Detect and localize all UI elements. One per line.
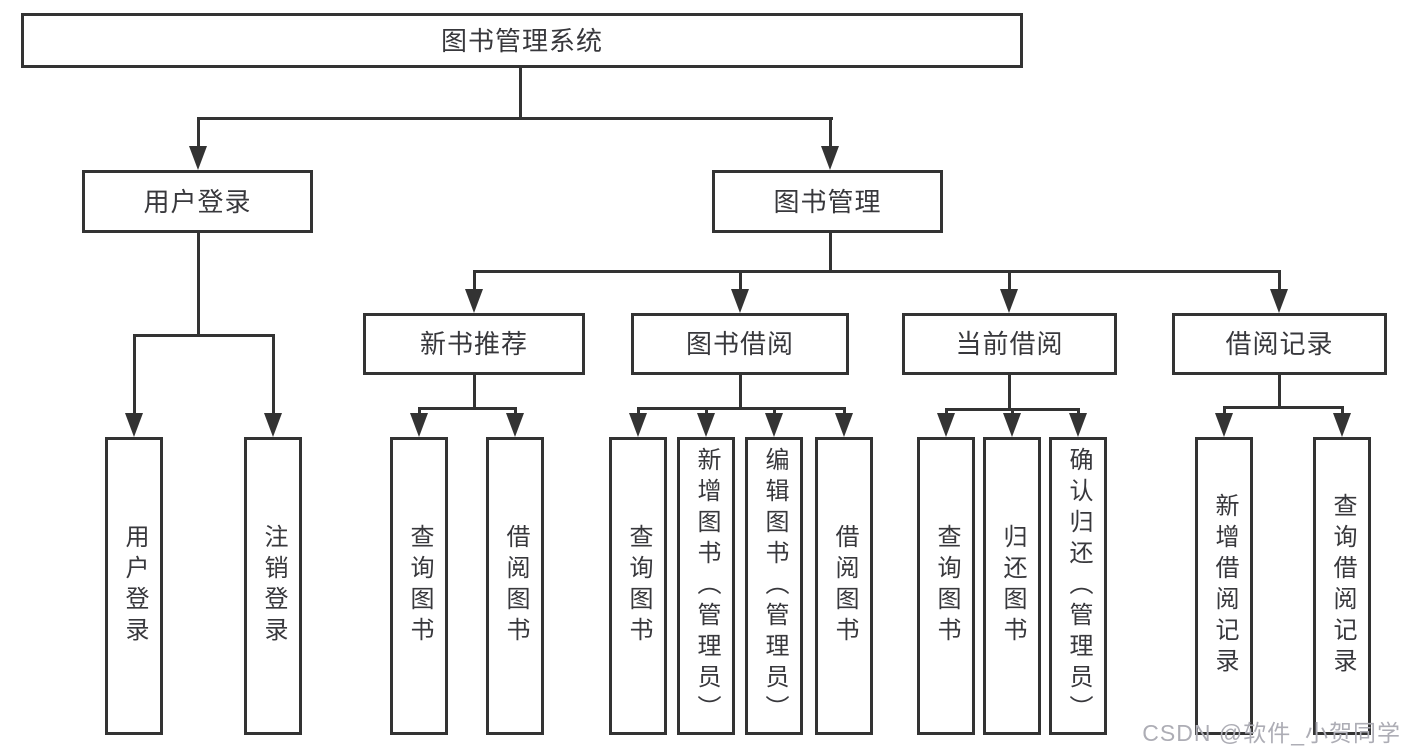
node-label: 借阅记录	[1225, 329, 1334, 359]
arrow-down-icon	[629, 413, 647, 437]
leaf-edit-books-admin: 编辑图书（管理员）	[745, 437, 803, 735]
connector-vline	[1278, 375, 1281, 409]
node-label: 新增借阅记录	[1211, 493, 1238, 679]
node-label: 借阅图书	[502, 524, 529, 648]
node-label: 确认归还（管理员）	[1065, 446, 1092, 726]
node-library-system: 图书管理系统	[21, 13, 1023, 68]
node-label: 借阅图书	[831, 524, 858, 648]
node-label: 图书管理	[773, 186, 882, 217]
arrow-down-icon	[506, 413, 524, 437]
connector-hline	[637, 407, 845, 410]
arrow-down-icon	[1003, 413, 1021, 437]
connector-vline	[829, 117, 832, 147]
node-label: 新增图书（管理员）	[693, 446, 720, 726]
leaf-logout-login: 注销登录	[244, 437, 302, 735]
leaf-borrow-books-recommend: 借阅图书	[486, 437, 544, 735]
node-label: 查询借阅记录	[1329, 493, 1356, 679]
connector-vline	[773, 407, 776, 416]
leaf-query-books-recommend: 查询图书	[390, 437, 448, 735]
connector-vline	[1008, 375, 1011, 411]
csdn-watermark: CSDN @软件_小贺同学	[1142, 720, 1401, 746]
node-current-borrow: 当前借阅	[902, 313, 1117, 375]
arrow-down-icon	[1215, 413, 1233, 437]
node-label: 查询图书	[625, 524, 652, 648]
connector-vline	[637, 407, 640, 416]
arrow-down-icon	[1000, 289, 1018, 313]
arrow-down-icon	[1270, 289, 1288, 313]
connector-vline	[945, 408, 948, 416]
connector-vline	[519, 68, 522, 120]
leaf-return-books: 归还图书	[983, 437, 1041, 735]
connector-vline	[473, 270, 476, 292]
connector-vline	[272, 334, 275, 414]
node-label: 新书推荐	[419, 329, 528, 359]
leaf-user-login: 用户登录	[105, 437, 163, 735]
connector-vline	[843, 407, 846, 416]
node-label: 图书管理系统	[440, 25, 603, 56]
arrow-down-icon	[765, 413, 783, 437]
arrow-down-icon	[731, 289, 749, 313]
connector-vline	[133, 334, 136, 414]
connector-vline	[197, 117, 200, 147]
connector-vline	[1008, 270, 1011, 292]
node-label: 归还图书	[999, 524, 1026, 648]
leaf-borrow-books-borrow: 借阅图书	[815, 437, 873, 735]
arrow-down-icon	[835, 413, 853, 437]
connector-vline	[1077, 408, 1080, 416]
node-label: 查询图书	[406, 524, 433, 648]
arrow-down-icon	[465, 289, 483, 313]
node-user-login: 用户登录	[82, 170, 313, 233]
connector-vline	[514, 407, 517, 416]
arrow-down-icon	[1069, 413, 1087, 437]
connector-vline	[1011, 408, 1014, 416]
connector-vline	[705, 407, 708, 416]
connector-hline	[418, 407, 516, 410]
leaf-query-books-current: 查询图书	[917, 437, 975, 735]
arrow-down-icon	[821, 146, 839, 170]
arrow-down-icon	[125, 413, 143, 437]
connector-vline	[473, 375, 476, 410]
node-label: 用户登录	[121, 524, 148, 648]
node-label: 图书借阅	[685, 329, 794, 359]
node-book-borrow: 图书借阅	[631, 313, 849, 375]
node-label: 查询图书	[933, 524, 960, 648]
arrow-down-icon	[410, 413, 428, 437]
connector-hline	[1223, 406, 1343, 409]
leaf-add-books-admin: 新增图书（管理员）	[677, 437, 735, 735]
leaf-query-borrow-record: 查询借阅记录	[1313, 437, 1371, 735]
node-label: 编辑图书（管理员）	[761, 446, 788, 726]
connector-vline	[739, 270, 742, 292]
leaf-query-books-borrow: 查询图书	[609, 437, 667, 735]
leaf-confirm-return-admin: 确认归还（管理员）	[1049, 437, 1107, 735]
connector-vline	[1341, 406, 1344, 416]
arrow-down-icon	[189, 146, 207, 170]
node-label: 注销登录	[260, 524, 287, 648]
connector-hline	[133, 334, 274, 337]
connector-hline	[473, 270, 1281, 273]
leaf-add-borrow-record: 新增借阅记录	[1195, 437, 1253, 735]
connector-vline	[829, 233, 832, 273]
connector-vline	[197, 233, 200, 336]
arrow-down-icon	[1333, 413, 1351, 437]
node-label: 当前借阅	[955, 329, 1064, 359]
connector-vline	[1278, 270, 1281, 292]
node-book-management: 图书管理	[712, 170, 943, 233]
connector-hline	[197, 117, 833, 120]
connector-vline	[418, 407, 421, 416]
connector-vline	[739, 375, 742, 410]
node-label: 用户登录	[143, 186, 252, 217]
arrow-down-icon	[264, 413, 282, 437]
node-borrow-records: 借阅记录	[1172, 313, 1387, 375]
arrow-down-icon	[697, 413, 715, 437]
connector-vline	[1223, 406, 1226, 416]
arrow-down-icon	[937, 413, 955, 437]
node-new-book-recommend: 新书推荐	[363, 313, 585, 375]
